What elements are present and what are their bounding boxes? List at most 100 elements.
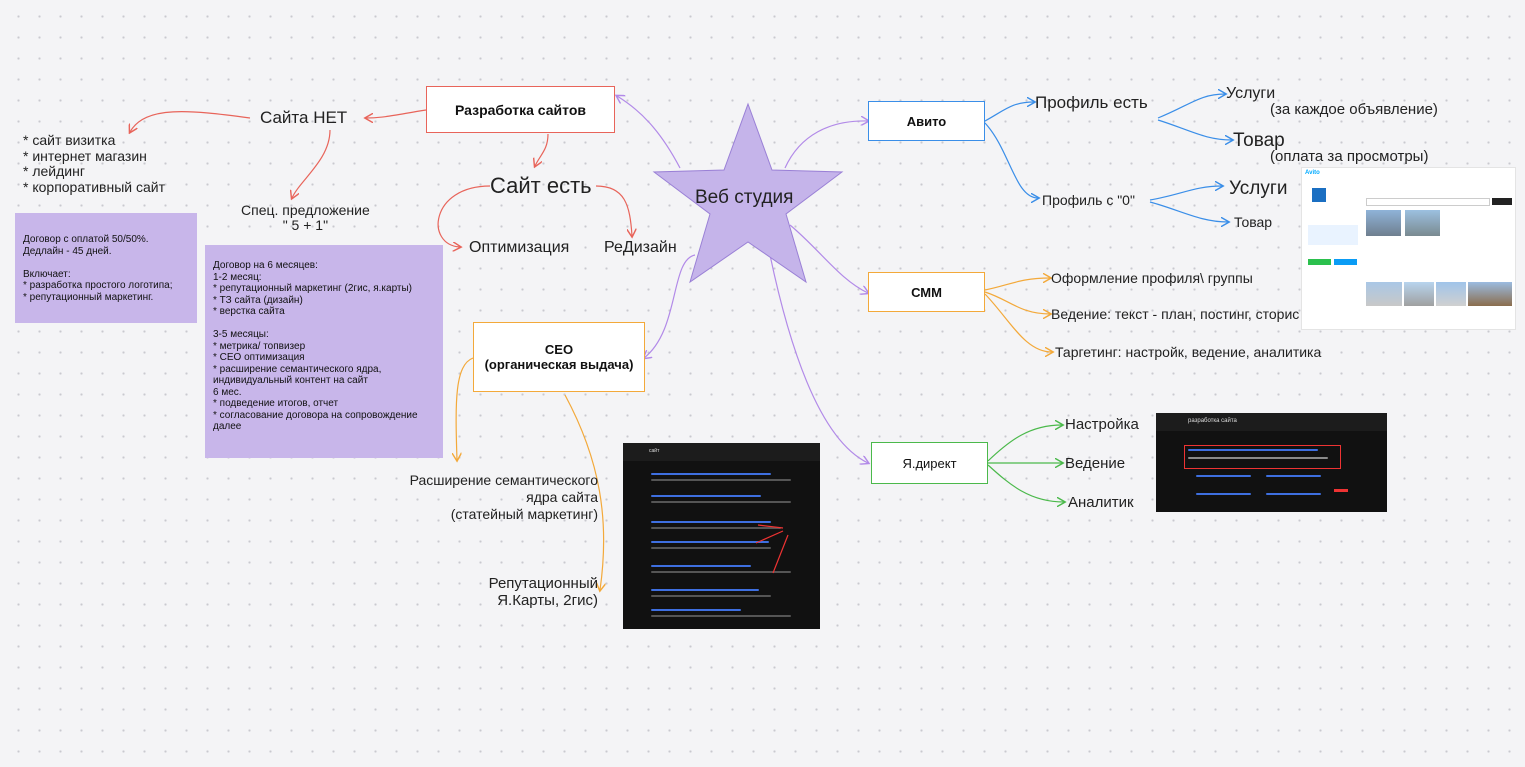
result-title-line — [651, 541, 769, 543]
has-site-label: Сайт есть — [490, 173, 592, 198]
node-avito[interactable]: Авито — [868, 101, 985, 141]
red-label — [1334, 489, 1348, 492]
link-hassite-redesign — [595, 185, 632, 236]
link-seo-reputation — [564, 394, 604, 590]
link-profile-services — [1157, 94, 1225, 119]
avito-gallery-photo-1 — [1366, 282, 1402, 306]
red-annotation-arrows — [755, 524, 789, 574]
sitelink-line — [1196, 475, 1251, 477]
avito-search-bar — [1366, 198, 1490, 206]
result-text-line — [651, 595, 771, 597]
result-title-line — [651, 495, 761, 497]
result-text-line — [651, 571, 791, 573]
smm-design: Оформление профиля\ группы — [1051, 270, 1253, 286]
result-text-line — [651, 479, 791, 481]
yandex-search-screenshot-2: разработка сайта — [1156, 413, 1387, 512]
center-star-shape — [652, 102, 844, 284]
link-avito-zero — [984, 122, 1038, 198]
avito-sidebar-panel — [1308, 225, 1358, 245]
avito-gallery-photo-3 — [1436, 282, 1466, 306]
node-seo[interactable]: СЕО (органическая выдача) — [473, 322, 645, 392]
seo-reputation-label: Репутационный Я.Карты, 2гис) — [488, 575, 598, 609]
link-hassite-opt — [437, 185, 491, 247]
link-zero-goods — [1149, 201, 1228, 222]
result-title-line — [651, 521, 771, 523]
highlighted-ad — [1184, 445, 1341, 469]
avito-goods-2: Товар — [1234, 214, 1273, 230]
link-dev-hassite — [535, 133, 549, 166]
node-ydirect-label: Я.директ — [902, 455, 957, 471]
avito-profile-screenshot: Avito — [1301, 167, 1516, 330]
avito-profile-exists: Профиль есть — [1035, 93, 1148, 112]
link-zero-services — [1149, 186, 1222, 201]
result-text-line — [651, 615, 791, 617]
optimization-label: Оптимизация — [469, 239, 570, 256]
avito-services-1: Услуги — [1226, 85, 1276, 102]
result-title-line — [651, 565, 751, 567]
node-seo-label: СЕО (органическая выдача) — [484, 342, 634, 372]
no-site-label: Сайта НЕТ — [260, 108, 348, 127]
ad-text-line — [1188, 457, 1328, 459]
result-text-line — [651, 527, 781, 529]
link-direct-analytics — [987, 464, 1064, 502]
direct-setup: Настройка — [1065, 416, 1139, 433]
link-smm-design — [984, 278, 1050, 291]
link-center-avito — [784, 121, 868, 169]
note-contract-6m: Договор на 6 месяцев: 1-2 месяц: * репут… — [205, 245, 443, 458]
search-bar-2 — [1156, 413, 1387, 431]
smm-targeting: Таргетинг: настройк, ведение, аналитика — [1055, 344, 1322, 360]
seo-semantic-label: Расширение семантического ядра сайта (ст… — [409, 472, 598, 522]
yandex-search-screenshot-1: сайт — [623, 443, 820, 629]
direct-running: Ведение — [1065, 455, 1126, 472]
sitelink-line — [1196, 493, 1251, 495]
result-text-line — [651, 501, 791, 503]
direct-analytics: Аналитик — [1068, 494, 1134, 511]
link-smm-running — [984, 291, 1050, 314]
search-bar-1 — [623, 443, 820, 461]
avito-blue-button — [1334, 259, 1357, 265]
link-avito-profile — [984, 102, 1034, 122]
site-types-list: * сайт визитка * интернет магазин * лейд… — [23, 132, 166, 195]
link-direct-setup — [987, 425, 1062, 462]
avito-search-button — [1492, 198, 1512, 205]
sitelink-line — [1266, 493, 1321, 495]
avito-gallery-photo-2 — [1404, 282, 1434, 306]
avito-logo: Avito — [1305, 170, 1320, 176]
link-profile-goods — [1157, 119, 1232, 140]
special-offer-label: Спец. предложение " 5 + 1" — [241, 202, 370, 233]
link-nosite-offer — [292, 129, 331, 198]
redesign-label: РеДизайн — [604, 239, 677, 256]
search-query-2: разработка сайта — [1188, 418, 1237, 424]
avito-green-button — [1308, 259, 1331, 265]
avito-listing-photo-1 — [1366, 210, 1401, 236]
link-center-dev — [617, 96, 681, 169]
sitelink-line — [1266, 475, 1321, 477]
avito-services-2: Услуги — [1229, 178, 1288, 199]
avito-goods-1-note: (оплата за просмотры) — [1270, 148, 1429, 165]
link-nosite-types — [130, 111, 251, 132]
node-dev-sites[interactable]: Разработка сайтов — [426, 86, 615, 133]
note-contract-50: Договор с оплатой 50/50%. Дедлайн - 45 д… — [15, 213, 197, 323]
avito-profile-zero: Профиль с "0" — [1042, 192, 1135, 208]
node-ydirect[interactable]: Я.директ — [871, 442, 988, 484]
link-dev-nosite — [366, 109, 427, 118]
avito-gallery-photo-4 — [1468, 282, 1512, 306]
node-avito-label: Авито — [906, 113, 947, 129]
link-center-seo — [644, 254, 696, 358]
node-dev-sites-label: Разработка сайтов — [455, 101, 586, 118]
link-smm-targeting — [984, 293, 1052, 352]
ad-title-line — [1188, 449, 1318, 451]
result-title-line — [651, 589, 759, 591]
result-text-line — [651, 547, 771, 549]
link-center-direct — [769, 254, 868, 463]
center-label: Веб студия — [695, 187, 794, 208]
smm-running: Ведение: текст - план, постинг, сторис — [1051, 306, 1300, 322]
link-seo-semantic — [456, 357, 474, 460]
result-title-line — [651, 609, 741, 611]
avito-listing-photo-2 — [1405, 210, 1440, 236]
avito-services-1-note: (за каждое объявление) — [1270, 101, 1438, 118]
node-smm[interactable]: СММ — [868, 272, 985, 312]
link-center-smm — [789, 224, 868, 293]
avito-avatar — [1312, 188, 1326, 202]
